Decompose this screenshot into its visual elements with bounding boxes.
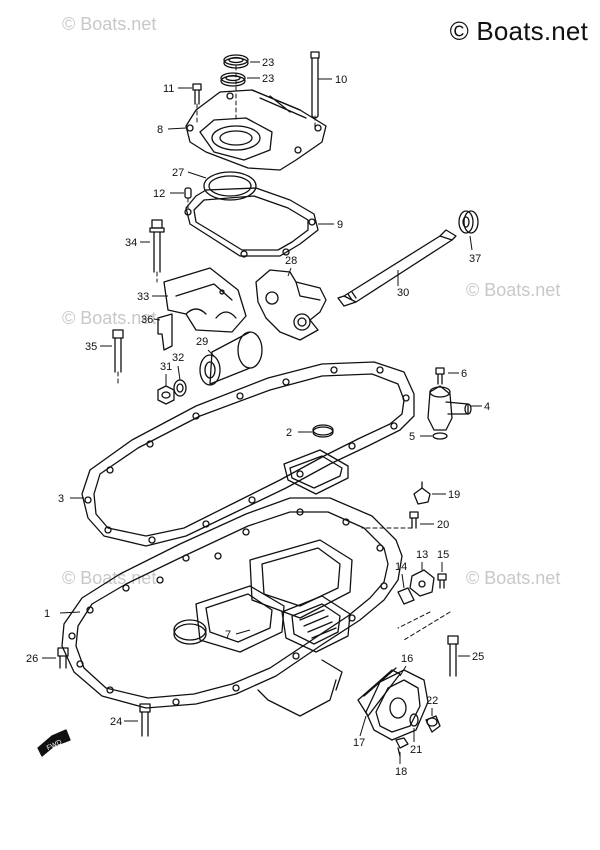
part-callout-35: 35 bbox=[85, 341, 97, 353]
part-callout-27: 27 bbox=[172, 167, 184, 179]
o-ring-part bbox=[203, 171, 257, 201]
washer-part bbox=[458, 210, 479, 234]
part-callout-29: 29 bbox=[196, 336, 208, 348]
cover-gasket-part bbox=[184, 187, 319, 258]
callout-leader-line bbox=[359, 715, 367, 737]
o-ring-part bbox=[312, 424, 334, 438]
watermark-faint: © Boats.net bbox=[62, 308, 157, 328]
part-callout-26: 26 bbox=[26, 653, 38, 665]
plug-part bbox=[413, 481, 431, 505]
part-callout-14: 14 bbox=[395, 561, 407, 573]
part-callout-18: 18 bbox=[395, 766, 407, 778]
collar-part bbox=[199, 331, 263, 386]
part-callout-2: 2 bbox=[286, 427, 292, 439]
bolt-part bbox=[139, 703, 151, 737]
part-callout-10: 10 bbox=[335, 74, 347, 86]
part-callout-33: 33 bbox=[137, 291, 149, 303]
callout-leader-line bbox=[177, 365, 181, 381]
strainer-cover-part bbox=[365, 669, 429, 741]
callout-leader-line bbox=[187, 171, 207, 179]
gasket-small-part bbox=[397, 587, 415, 605]
part-callout-13: 13 bbox=[416, 549, 428, 561]
part-callout-12: 12 bbox=[153, 188, 165, 200]
part-callout-1: 1 bbox=[44, 608, 50, 620]
part-callout-36: 36 bbox=[141, 314, 153, 326]
seal-ring-part bbox=[220, 54, 249, 87]
part-callout-16: 16 bbox=[401, 653, 413, 665]
part-callout-30: 30 bbox=[397, 287, 409, 299]
watermark-faint: © Boats.net bbox=[466, 568, 561, 588]
part-callout-24: 24 bbox=[110, 716, 122, 728]
part-callout-20: 20 bbox=[437, 519, 449, 531]
sensor-part bbox=[409, 569, 435, 597]
watermark-faint: © Boats.net bbox=[62, 14, 157, 34]
callout-leader-line bbox=[153, 318, 161, 321]
large-gasket-part bbox=[81, 361, 415, 547]
part-callout-37: 37 bbox=[469, 253, 481, 265]
top-cover-part bbox=[185, 89, 327, 171]
callout-leader-line bbox=[59, 611, 81, 614]
part-callout-34: 34 bbox=[125, 237, 137, 249]
bolt-part bbox=[149, 219, 165, 273]
holder-part bbox=[163, 267, 247, 333]
callout-leader-line bbox=[167, 127, 187, 130]
part-callout-15: 15 bbox=[437, 549, 449, 561]
part-callout-32: 32 bbox=[172, 352, 184, 364]
callout-leader-line bbox=[399, 665, 407, 677]
long-bolt-part bbox=[310, 51, 320, 119]
bolt-part bbox=[57, 647, 69, 669]
bolt-part bbox=[409, 511, 419, 529]
part-callout-8: 8 bbox=[157, 124, 163, 136]
fwd-arrow-icon bbox=[37, 729, 71, 757]
watermark-brand: © Boats.net bbox=[449, 16, 588, 46]
callout-leader-line bbox=[207, 349, 215, 357]
part-callout-22: 22 bbox=[426, 695, 438, 707]
part-callout-3: 3 bbox=[58, 493, 64, 505]
part-callout-17: 17 bbox=[353, 737, 365, 749]
bolt-part bbox=[395, 737, 409, 757]
part-callout-25: 25 bbox=[472, 651, 484, 663]
bolt-part bbox=[112, 329, 124, 373]
watermark-faint: © Boats.net bbox=[62, 568, 157, 588]
fitting-part bbox=[427, 385, 472, 431]
part-callout-19: 19 bbox=[448, 489, 460, 501]
o-ring-part bbox=[432, 432, 448, 440]
shaft-part bbox=[337, 229, 457, 307]
part-callout-4: 4 bbox=[484, 401, 490, 413]
callout-leader-line bbox=[469, 235, 473, 251]
part-callout-9: 9 bbox=[337, 219, 343, 231]
drain-plug-part bbox=[425, 715, 441, 733]
dowel-pin-part bbox=[184, 187, 192, 199]
part-callout-21: 21 bbox=[410, 744, 422, 756]
callout-leader-line bbox=[287, 267, 292, 277]
part-callout-11: 11 bbox=[163, 83, 174, 95]
part-callout-28: 28 bbox=[285, 255, 297, 267]
bolt-part bbox=[437, 573, 447, 589]
bolt-part bbox=[447, 635, 459, 677]
bracket-block-part bbox=[255, 269, 327, 341]
small-bolt-part bbox=[192, 83, 202, 105]
clip-part bbox=[157, 313, 173, 351]
part-callout-23a: 23 bbox=[262, 57, 274, 69]
part-callout-31: 31 bbox=[160, 361, 172, 373]
screw-part bbox=[435, 367, 445, 385]
part-callout-5: 5 bbox=[409, 431, 415, 443]
oil-pan-part bbox=[61, 497, 403, 717]
washer-part bbox=[173, 379, 187, 397]
part-callout-7: 7 bbox=[225, 629, 231, 641]
callout-leader-line bbox=[235, 629, 251, 635]
watermark-faint: © Boats.net bbox=[466, 280, 561, 300]
washer-part bbox=[409, 713, 419, 727]
part-callout-6: 6 bbox=[461, 368, 467, 380]
reference-lines bbox=[117, 65, 451, 641]
nut-part bbox=[157, 385, 175, 405]
callout-leader-line bbox=[401, 573, 405, 589]
part-callout-23b: 23 bbox=[262, 73, 274, 85]
